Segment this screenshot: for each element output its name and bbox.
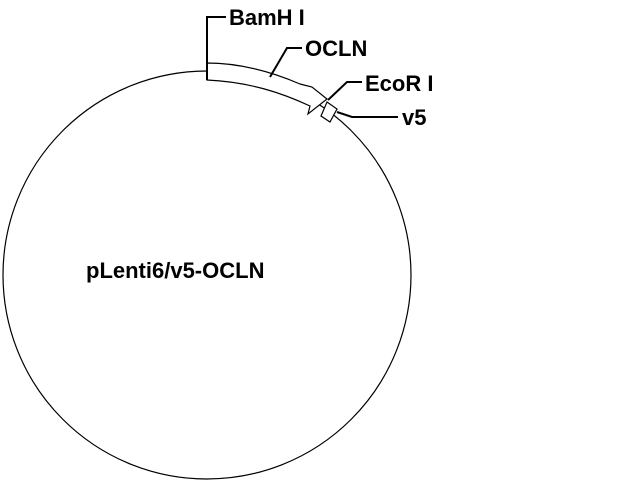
bamhi-leader-line <box>206 16 226 80</box>
v5-label: v5 <box>402 105 426 130</box>
bamhi-label: BamH I <box>229 5 305 30</box>
ocln-insert-arrow <box>206 62 328 116</box>
v5-leader-line <box>336 111 398 118</box>
ecori-label: EcoR I <box>365 71 433 96</box>
ecori-leader-line <box>327 81 362 101</box>
ocln-label: OCLN <box>305 36 367 61</box>
plasmid-name: pLenti6/v5-OCLN <box>86 258 264 283</box>
v5-tag-box <box>320 101 338 123</box>
ocln-leader-line <box>269 47 302 78</box>
